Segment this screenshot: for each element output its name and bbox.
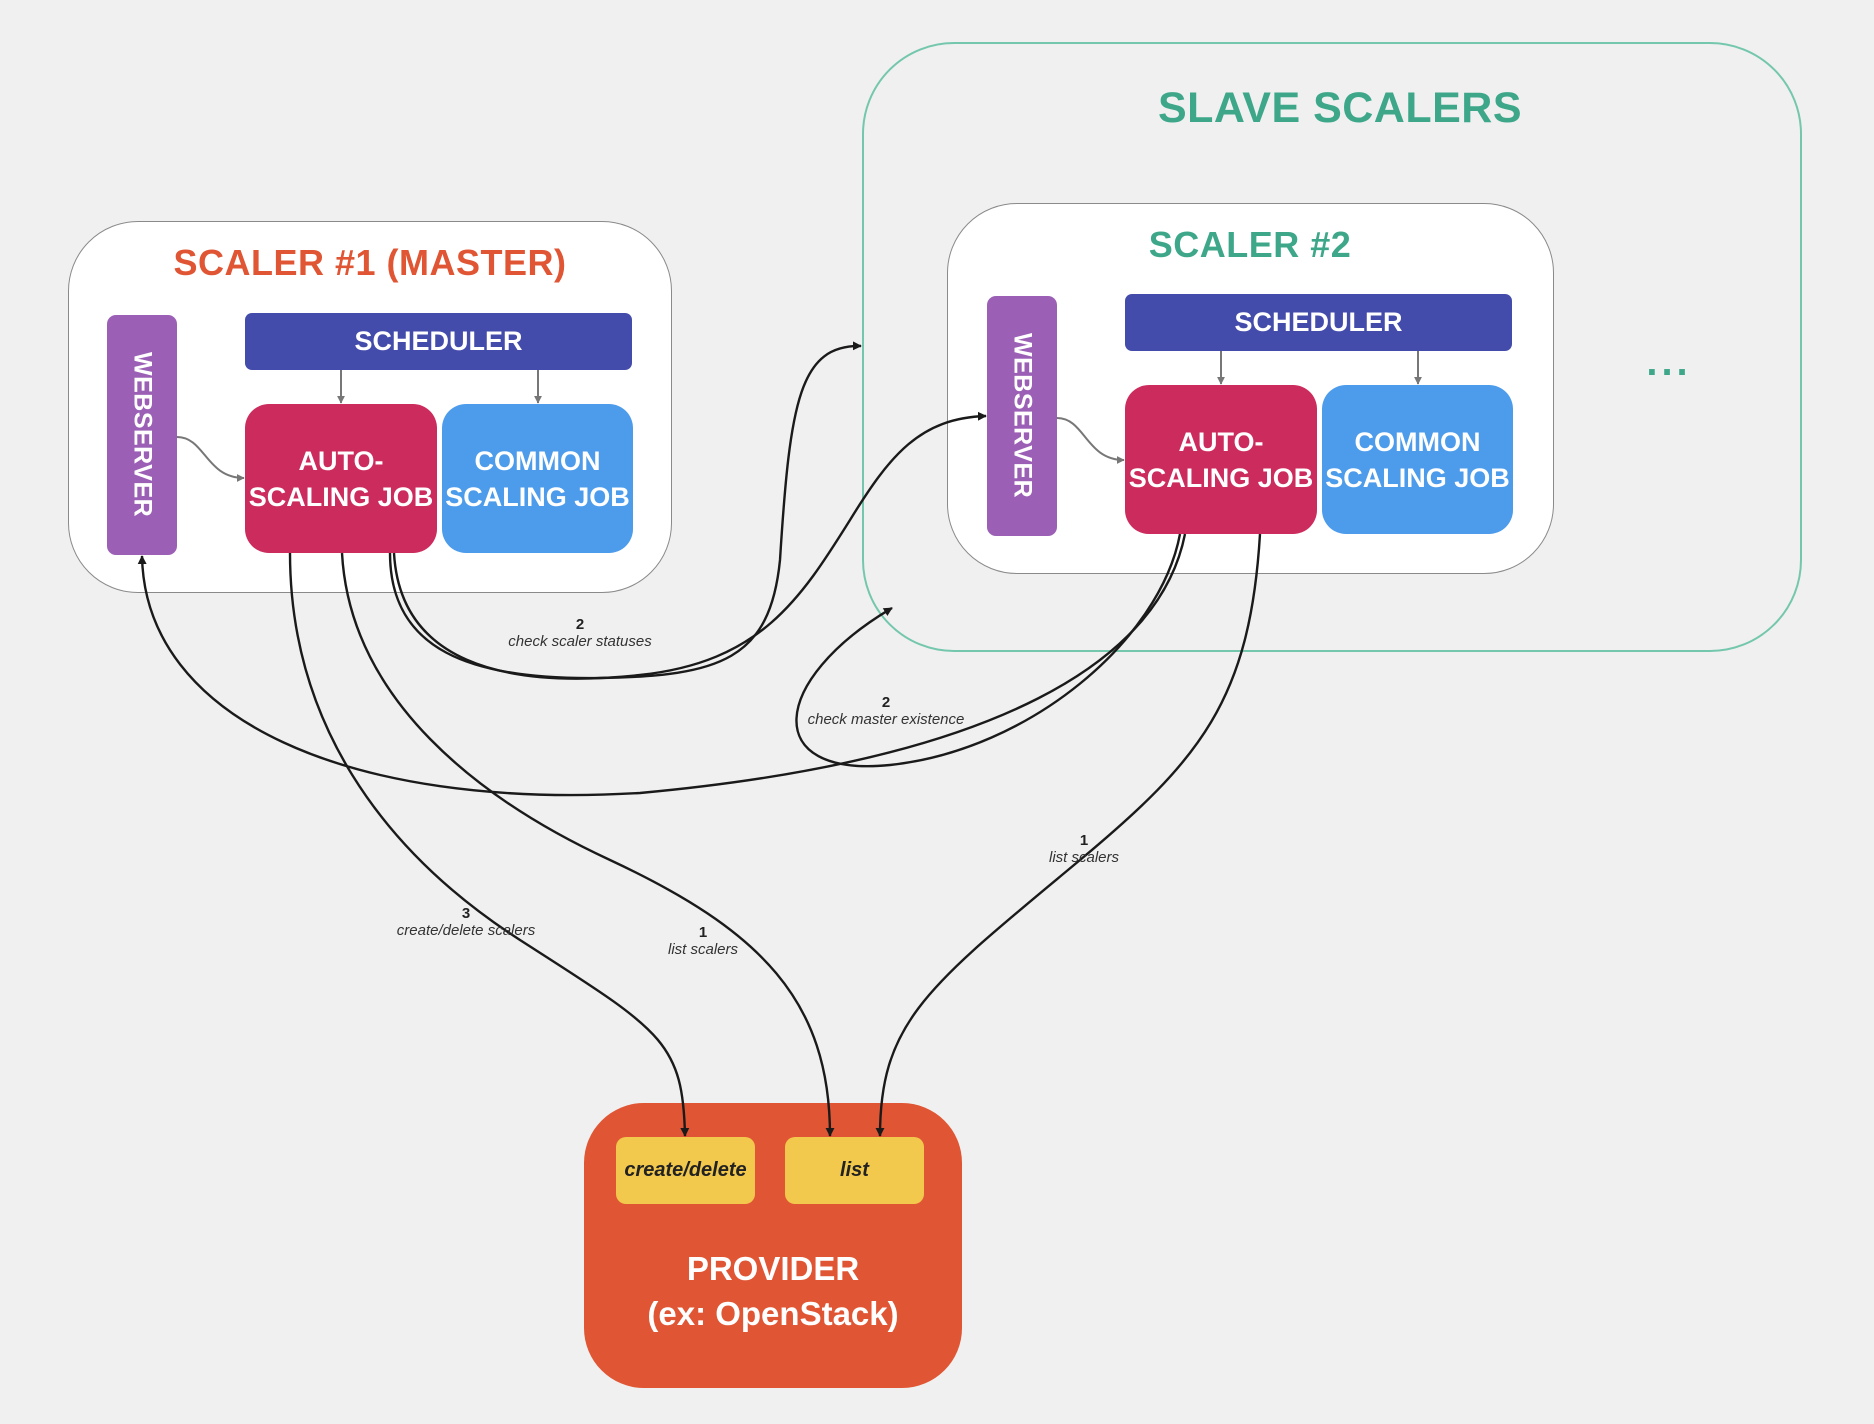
check-master-existence-text: check master existence (807, 711, 965, 728)
scaler-1-webserver: WEBSERVER (107, 315, 177, 555)
scaler-1-webserver-to-auto-arrow (176, 436, 245, 482)
master-list-text: list scalers (667, 941, 738, 958)
check-master-existence-link-group (795, 533, 1182, 768)
scaler-2-scheduler: SCHEDULER (1125, 294, 1512, 351)
scaler-1-webserver-label: WEBSERVER (128, 352, 157, 518)
provider-list-endpoint: list (785, 1137, 924, 1204)
master-list-step: 1 (698, 924, 708, 941)
slave-scalers-group (862, 42, 1802, 652)
provider-label-line2: (ex: OpenStack) (647, 1295, 899, 1332)
slave-list-step: 1 (1079, 832, 1089, 849)
scaler-1-auto-scaling-job: AUTO- SCALING JOB (245, 404, 437, 553)
master-list-link (340, 552, 835, 1137)
master-list-label: 1 list scalers (643, 924, 763, 958)
check-scaler-statuses-step: 2 (575, 616, 585, 633)
provider-label: PROVIDER (ex: OpenStack) (584, 1246, 962, 1336)
scaler-2-auto-job-line1: AUTO- (1178, 426, 1264, 457)
scaler-1-auto-job-line2: SCALING JOB (248, 481, 434, 512)
scaler-1-common-scaling-job: COMMON SCALING JOB (442, 404, 633, 553)
check-master-existence-link-webserver (137, 533, 1187, 797)
slave-scalers-title: SLAVE SCALERS (1157, 84, 1523, 132)
scaler-2-common-job-line1: COMMON (1354, 426, 1481, 457)
scaler-1-title: SCALER #1 (MASTER) (173, 242, 567, 283)
check-master-existence-step: 2 (881, 694, 891, 711)
scaler-2-webserver-label: WEBSERVER (1008, 333, 1037, 499)
master-create-delete-link (288, 552, 690, 1137)
scaler-1-auto-job-line1: AUTO- (298, 445, 384, 476)
scaler-1-scheduler: SCHEDULER (245, 313, 632, 370)
slave-list-label: 1 list scalers (1024, 832, 1144, 866)
more-scalers-ellipsis: ... (1646, 340, 1692, 384)
scaler-1-common-job-line1: COMMON (474, 445, 601, 476)
check-scaler-statuses-link-webserver (392, 411, 987, 680)
scaler-1-common-job-line2: SCALING JOB (445, 481, 630, 512)
master-create-delete-label: 3 create/delete scalers (366, 905, 566, 939)
provider-create-delete-endpoint: create/delete (616, 1137, 755, 1204)
master-create-delete-text: create/delete scalers (396, 922, 536, 939)
scaler-2-common-job-line2: SCALING JOB (1325, 462, 1510, 493)
scaler-2-title: SCALER #2 (1148, 224, 1352, 265)
slave-list-link (875, 533, 1262, 1137)
scaler-2-webserver: WEBSERVER (987, 296, 1057, 536)
provider-label-line1: PROVIDER (686, 1250, 860, 1287)
scaler-2-common-scaling-job: COMMON SCALING JOB (1322, 385, 1513, 534)
check-scaler-statuses-text: check scaler statuses (508, 633, 652, 650)
master-create-delete-step: 3 (461, 905, 471, 922)
scaler-2-auto-job-line2: SCALING JOB (1128, 462, 1314, 493)
check-scaler-statuses-link-group (388, 341, 862, 680)
slave-list-text: list scalers (1048, 849, 1119, 866)
check-scaler-statuses-label: 2 check scaler statuses (470, 616, 690, 650)
scaler-2-auto-scaling-job: AUTO- SCALING JOB (1125, 385, 1317, 534)
scaler-2-webserver-to-auto-arrow (1056, 417, 1125, 464)
check-master-existence-label: 2 check master existence (776, 694, 996, 728)
